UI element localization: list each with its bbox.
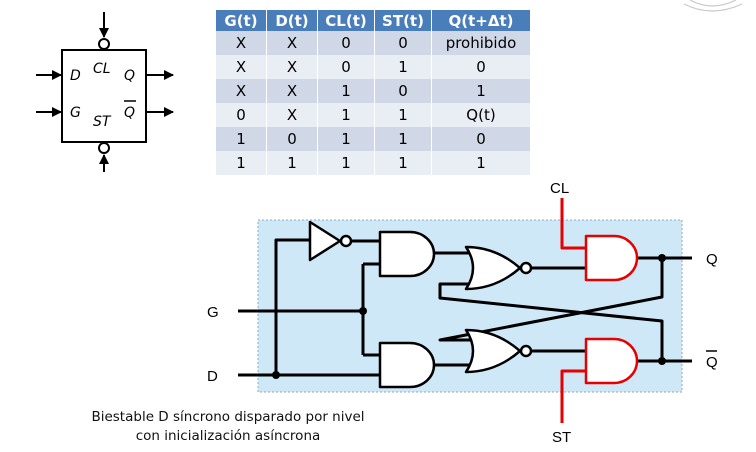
cl-inversion-bubble	[98, 38, 110, 50]
table-cell: 0	[317, 55, 375, 79]
header-st: ST(t)	[374, 10, 432, 31]
circuit-diagram: CL ST G D Q Q	[207, 180, 718, 446]
table-cell: X	[216, 31, 267, 55]
table-cell: 1	[374, 151, 432, 175]
header-cl: CL(t)	[317, 10, 375, 31]
nor-gate-2-bubble	[519, 344, 533, 358]
table-cell: 0	[431, 55, 531, 79]
truth-table: G(t) D(t) CL(t) ST(t) Q(t+Δt) X X 0 0 pr…	[216, 10, 531, 175]
diagram-caption: Biestable D síncrono disparado por nivel…	[68, 408, 388, 446]
label-q: Q	[706, 251, 718, 268]
inverter-bubble	[339, 234, 353, 248]
and-gate-1	[378, 230, 436, 278]
symbol-pin-q: Q	[124, 68, 135, 84]
nor-gate-1-bubble	[519, 261, 533, 275]
table-cell: 0	[317, 31, 375, 55]
symbol-pin-cl: CL	[93, 61, 111, 77]
table-cell: Q(t)	[431, 103, 531, 127]
table-cell: 1	[374, 103, 432, 127]
wire-st	[560, 369, 586, 423]
table-cell: X	[266, 31, 318, 55]
table-cell: 1	[216, 127, 267, 151]
junction-qbar	[658, 357, 666, 365]
header-g: G(t)	[216, 10, 267, 31]
and-gate-st	[584, 337, 639, 385]
table-cell: X	[216, 55, 267, 79]
junction-q	[658, 254, 666, 262]
wire-cl	[560, 198, 586, 250]
junction-d	[272, 371, 280, 379]
table-cell: 1	[431, 79, 531, 103]
label-qbar: Q	[706, 354, 718, 371]
table-cell: 1	[374, 55, 432, 79]
label-d: D	[207, 368, 218, 385]
table-cell: X	[266, 103, 318, 127]
table-cell: 1	[216, 151, 267, 175]
seal-watermark	[683, 0, 743, 12]
table-cell: 1	[317, 79, 375, 103]
nor-gate-1	[464, 245, 522, 291]
table-row: 0 X 1 1 Q(t)	[216, 103, 531, 127]
table-cell: X	[266, 79, 318, 103]
table-cell: 0	[216, 103, 267, 127]
symbol-body	[61, 49, 147, 143]
wire-d-to-inverter	[274, 238, 310, 375]
table-cell: 1	[266, 151, 318, 175]
label-st: ST	[552, 429, 571, 446]
junction-g	[359, 307, 367, 315]
table-row: 1 1 1 1 1	[216, 151, 531, 175]
table-cell: X	[266, 55, 318, 79]
table-cell: 1	[317, 103, 375, 127]
table-cell: 0	[266, 127, 318, 151]
caption-line-2: con inicialización asíncrona	[135, 428, 321, 444]
and-gate-cl	[584, 234, 639, 282]
truth-table-header: G(t) D(t) CL(t) ST(t) Q(t+Δt)	[216, 10, 531, 31]
inverter-gate	[308, 220, 342, 262]
and-gate-2	[378, 341, 436, 389]
table-cell: 0	[431, 127, 531, 151]
symbol-pin-g: G	[70, 105, 81, 121]
caption-line-1: Biestable D síncrono disparado por nivel	[91, 409, 365, 425]
table-cell: 0	[374, 79, 432, 103]
table-cell: prohibido	[431, 31, 531, 55]
table-row: 1 0 1 1 0	[216, 127, 531, 151]
table-cell: 1	[317, 127, 375, 151]
table-cell: 1	[317, 151, 375, 175]
symbol-pin-st: ST	[93, 114, 112, 130]
wire-q-feedback	[438, 258, 664, 342]
label-cl: CL	[550, 180, 569, 197]
symbol-pin-d: D	[70, 68, 81, 84]
symbol-pin-qbar: Q	[124, 105, 135, 121]
header-qnext: Q(t+Δt)	[431, 10, 531, 31]
table-row: X X 1 0 1	[216, 79, 531, 103]
st-inversion-bubble	[98, 142, 110, 154]
flipflop-symbol: D CL Q G ST Q	[36, 12, 174, 172]
wire-qbar-feedback	[438, 282, 664, 361]
table-cell: 0	[374, 31, 432, 55]
header-d: D(t)	[266, 10, 318, 31]
table-cell: 1	[431, 151, 531, 175]
table-cell: 1	[374, 127, 432, 151]
table-cell: X	[216, 79, 267, 103]
nor-gate-2	[464, 328, 522, 374]
label-g: G	[207, 304, 219, 321]
table-row: X X 0 0 prohibido	[216, 31, 531, 55]
table-row: X X 0 1 0	[216, 55, 531, 79]
